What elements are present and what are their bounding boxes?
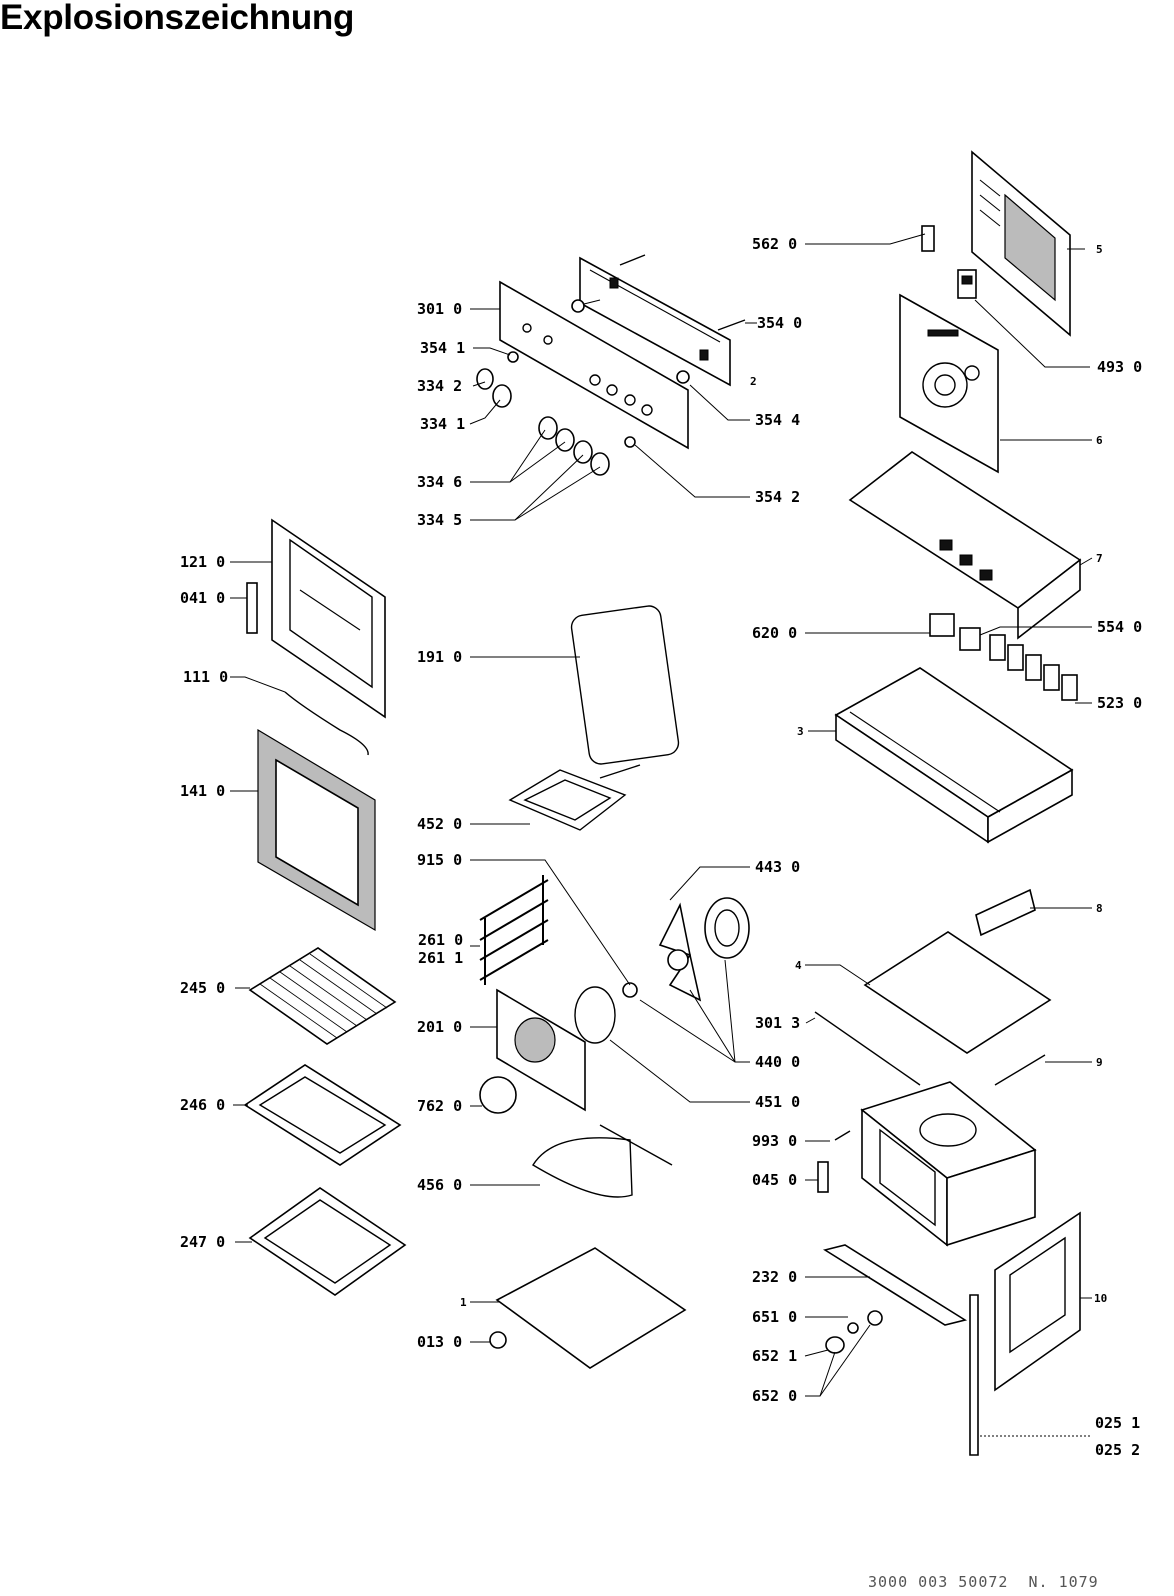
label-232-0: 232 0: [752, 1268, 797, 1286]
label-562-0: 562 0: [752, 235, 797, 253]
label-334-1: 334 1: [420, 415, 465, 433]
label-n8: 8: [1096, 902, 1103, 915]
label-121-0: 121 0: [180, 553, 225, 571]
label-554-0: 554 0: [1097, 618, 1142, 636]
label-301-3: 301 3: [755, 1014, 800, 1032]
label-301-0: 301 0: [417, 300, 462, 318]
label-n9: 9: [1096, 1056, 1103, 1069]
label-201-0: 201 0: [417, 1018, 462, 1036]
label-651-0: 651 0: [752, 1308, 797, 1326]
label-354-1: 354 1: [420, 339, 465, 357]
label-620-0: 620 0: [752, 624, 797, 642]
part-labels: 562 0 301 0 354 0 354 1 334 2 334 1 354 …: [180, 235, 1142, 1459]
doc-ref: N. 1079: [1028, 1573, 1099, 1591]
label-456-0: 456 0: [417, 1176, 462, 1194]
trays: [243, 947, 687, 1369]
label-493-0: 493 0: [1097, 358, 1142, 376]
label-652-1: 652 1: [752, 1347, 797, 1365]
label-n2: 2: [750, 375, 757, 388]
label-334-5: 334 5: [417, 511, 462, 529]
label-762-0: 762 0: [417, 1097, 462, 1115]
label-261-1: 261 1: [418, 949, 463, 967]
label-452-0: 452 0: [417, 815, 462, 833]
label-261-0: 261 0: [418, 931, 463, 949]
doc-number: 3000 003 50072: [868, 1573, 1009, 1591]
label-246-0: 246 0: [180, 1096, 225, 1114]
label-652-0: 652 0: [752, 1387, 797, 1405]
page-title: Explosionszeichnung: [0, 0, 355, 37]
label-041-0: 041 0: [180, 589, 225, 607]
label-n6: 6: [1096, 434, 1103, 447]
document-footer: 3000 003 50072 N. 1079: [868, 1573, 1099, 1591]
label-n7: 7: [1096, 552, 1103, 565]
label-993-0: 993 0: [752, 1132, 797, 1150]
label-n1: 1: [460, 1296, 467, 1309]
label-191-0: 191 0: [417, 648, 462, 666]
label-045-0: 045 0: [752, 1171, 797, 1189]
label-440-0: 440 0: [755, 1053, 800, 1071]
label-915-0: 915 0: [417, 851, 462, 869]
label-025-2: 025 2: [1095, 1441, 1140, 1459]
label-141-0: 141 0: [180, 782, 225, 800]
seal-and-heaters: [479, 605, 750, 1198]
rear-panels: [848, 150, 1082, 640]
door-parts: [246, 518, 386, 932]
label-111-0: 111 0: [183, 668, 228, 686]
label-n4: 4: [795, 959, 802, 972]
label-354-2: 354 2: [755, 488, 800, 506]
label-451-0: 451 0: [755, 1093, 800, 1111]
label-025-1: 025 1: [1095, 1414, 1140, 1432]
label-n3: 3: [797, 725, 804, 738]
label-013-0: 013 0: [417, 1333, 462, 1351]
housing-parts: [814, 613, 1081, 1456]
control-panel-parts: [476, 254, 746, 476]
label-354-4: 354 4: [755, 411, 800, 429]
leader-lines: [230, 233, 1093, 1437]
label-247-0: 247 0: [180, 1233, 225, 1251]
label-523-0: 523 0: [1097, 694, 1142, 712]
label-n10: 10: [1094, 1292, 1107, 1305]
label-443-0: 443 0: [755, 858, 800, 876]
label-334-2: 334 2: [417, 377, 462, 395]
label-334-6: 334 6: [417, 473, 462, 491]
label-n5: 5: [1096, 243, 1103, 256]
label-245-0: 245 0: [180, 979, 225, 997]
label-354-0: 354 0: [757, 314, 802, 332]
